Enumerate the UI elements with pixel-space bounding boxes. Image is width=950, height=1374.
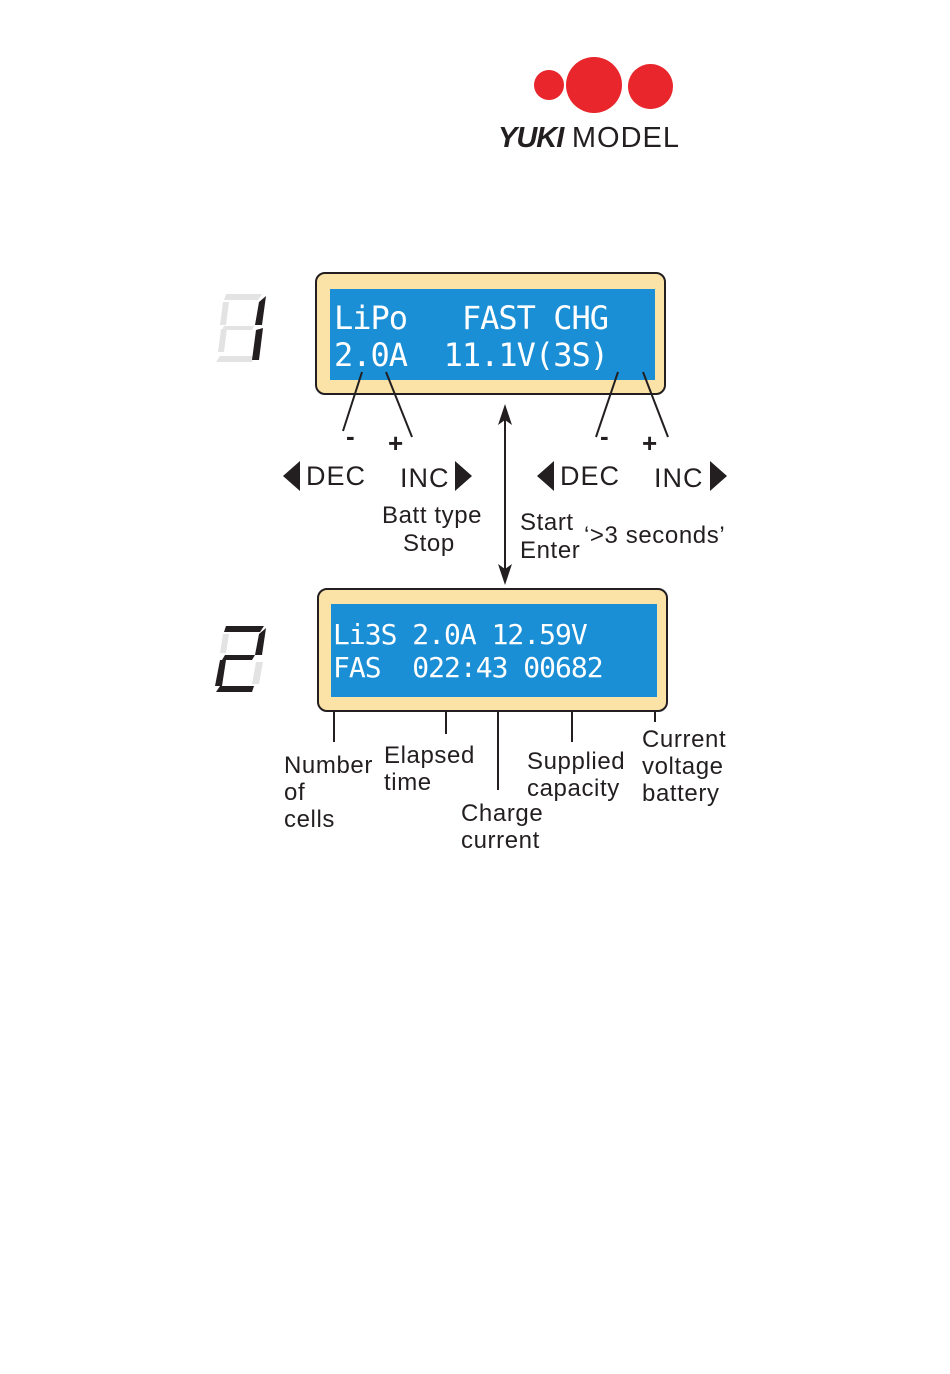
stop-label: Stop xyxy=(403,530,455,557)
charge-current-label: Charge current xyxy=(461,800,543,854)
current-voltage-battery-label: Current voltage battery xyxy=(642,726,726,807)
left-dec-button[interactable]: DEC xyxy=(306,463,366,490)
step-2-lcd-screen: Li3S 2.0A 12.59V FAS 022:43 00682 xyxy=(331,604,657,697)
number-of-cells-label: Number of cells xyxy=(284,752,373,833)
step-2-lcd-frame: Li3S 2.0A 12.59V FAS 022:43 00682 xyxy=(317,588,668,712)
right-plus-sign: + xyxy=(642,430,657,456)
step-2-lcd-line-2: FAS 022:43 00682 xyxy=(333,654,603,682)
right-inc-triangle-icon xyxy=(710,461,727,491)
enter-label: Enter xyxy=(520,537,580,564)
right-dec-button[interactable]: DEC xyxy=(560,463,620,490)
step-2-digit-icon xyxy=(212,624,272,694)
right-dec-triangle-icon xyxy=(537,461,554,491)
supplied-capacity-label: Supplied capacity xyxy=(527,748,625,802)
left-minus-sign: - xyxy=(346,423,355,449)
left-plus-sign: + xyxy=(388,430,403,456)
batt-type-label: Batt type xyxy=(382,502,482,529)
hold-duration-label: ‘>3 seconds’ xyxy=(582,522,725,549)
left-dec-triangle-icon xyxy=(283,461,300,491)
elapsed-time-label: Elapsed time xyxy=(384,742,475,796)
start-label: Start xyxy=(520,509,574,536)
step-2-lcd-line-1: Li3S 2.0A 12.59V xyxy=(333,621,587,649)
right-inc-button[interactable]: INC xyxy=(654,465,704,492)
left-inc-button[interactable]: INC xyxy=(400,465,450,492)
right-minus-sign: - xyxy=(600,423,609,449)
left-inc-triangle-icon xyxy=(455,461,472,491)
